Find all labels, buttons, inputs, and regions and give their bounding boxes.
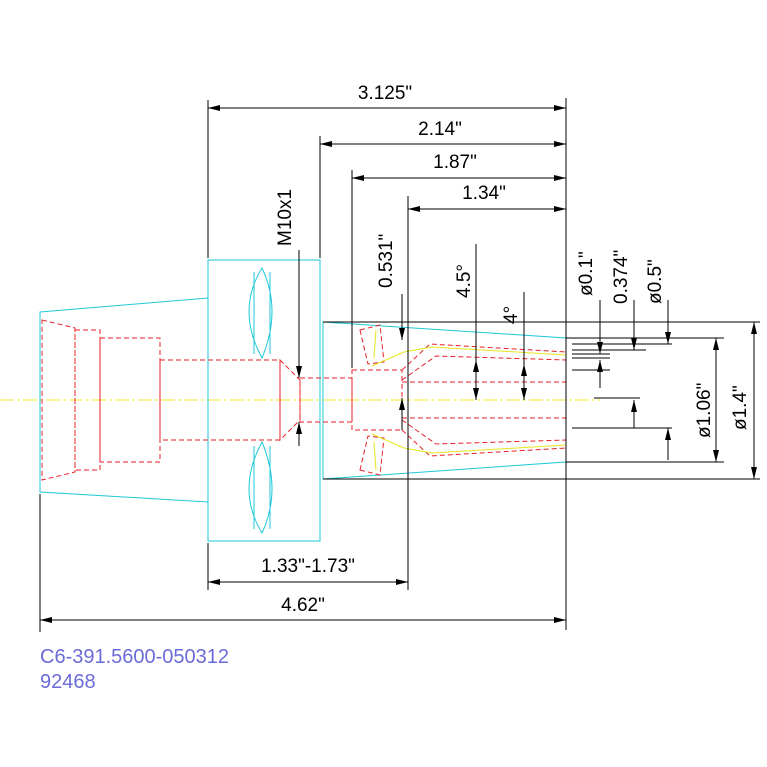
shank-end [41, 319, 76, 481]
part-number: C6-391.5600-050312 [40, 646, 229, 668]
dia-label-taper: ø1.4" [730, 385, 751, 430]
dim-label-overall-length: 4.62" [281, 595, 325, 616]
extension-lines [39, 98, 760, 632]
dim-label-length-a: 2.14" [418, 119, 462, 140]
dia-label-max: ø0.5" [645, 259, 666, 304]
dim-label-adjust-range: 1.33"-1.73" [261, 556, 355, 577]
item-number: 92468 [40, 671, 96, 693]
vertical-dimensions [296, 244, 757, 479]
dim-label-length-b: 1.87" [433, 152, 477, 173]
dim-label-overall-flange: 3.125" [358, 83, 412, 104]
collet-slot-bottom [359, 435, 385, 476]
dia-label-nose: ø1.06" [694, 383, 715, 438]
horizontal-dimensions [40, 105, 566, 623]
angle-label-outer: 4.5° [454, 264, 475, 298]
bottom-slot [248, 440, 273, 535]
dia-label-mid: 0.374" [611, 250, 632, 304]
dim-label-bore-offset: 0.531" [376, 234, 397, 288]
dia-label-min: ø0.1" [576, 251, 597, 296]
collet-lines [371, 329, 567, 471]
collet-slot-top [359, 324, 385, 365]
dim-label-length-c: 1.34" [462, 183, 506, 204]
flange-outline [207, 259, 321, 542]
angle-label-inner: 4° [501, 306, 522, 324]
thread-label: M10x1 [275, 189, 296, 246]
outer-outline [39, 259, 567, 542]
top-slot [248, 266, 273, 360]
